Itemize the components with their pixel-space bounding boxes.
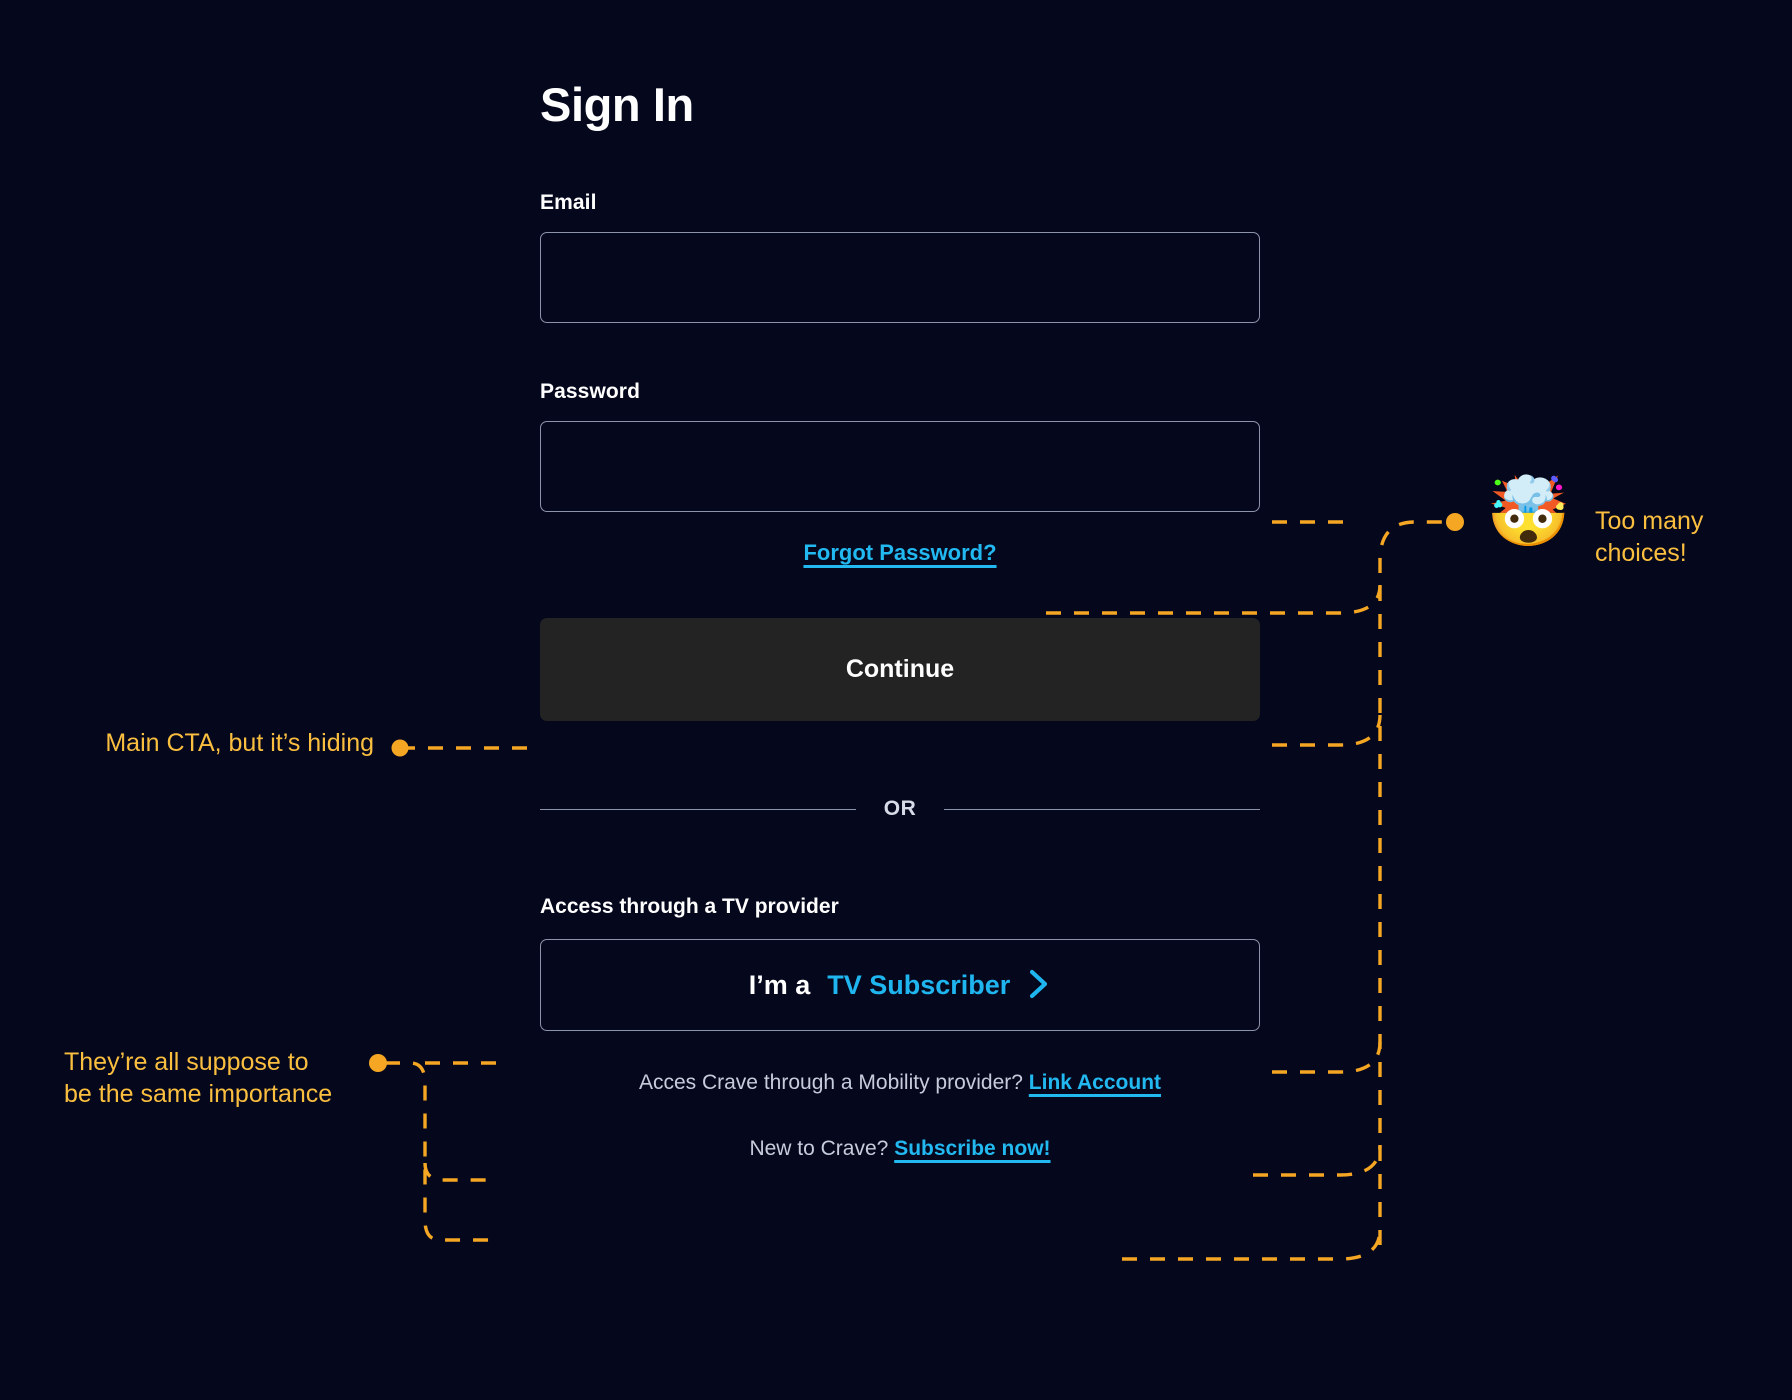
annotation-too-many-choices: Too many choices! <box>1595 505 1765 569</box>
connector-same-importance-branch-mid <box>423 1162 497 1182</box>
subscribe-now-link[interactable]: Subscribe now! <box>894 1137 1051 1161</box>
new-to-crave-row: New to Crave? Subscribe now! <box>540 1137 1260 1161</box>
annotation-main-cta: Main CTA, but it’s hiding <box>74 727 374 759</box>
connector-dot-same-importance <box>369 1054 387 1072</box>
page-title: Sign In <box>540 78 694 131</box>
connector-same-importance-trunk <box>385 1061 497 1242</box>
chevron-right-icon <box>1027 968 1051 1003</box>
tv-provider-heading: Access through a TV provider <box>540 895 839 919</box>
email-label: Email <box>540 191 597 215</box>
or-rule-left <box>540 808 856 811</box>
or-divider: OR <box>540 797 1260 821</box>
signin-form: Sign In Email Password Forgot Password? … <box>540 80 1260 1161</box>
connector-dot-too-many-choices <box>1446 513 1464 531</box>
annotation-same-importance-line2: be the same importance <box>64 1080 333 1108</box>
email-input[interactable] <box>540 232 1260 324</box>
exploding-head-emoji: 🤯 <box>1486 474 1571 550</box>
continue-button[interactable]: Continue <box>540 618 1260 722</box>
annotation-same-importance: They’re all suppose to be the same impor… <box>64 1046 354 1110</box>
annotation-too-many-choices-line2: choices! <box>1595 539 1687 567</box>
tv-subscriber-lead: I’m a <box>748 969 811 1000</box>
connector-branch-continue <box>1272 714 1382 747</box>
annotation-main-cta-text: Main CTA, but it’s hiding <box>105 729 374 757</box>
link-account-link[interactable]: Link Account <box>1028 1071 1162 1095</box>
connector-right-trunk <box>1378 520 1450 1245</box>
password-label: Password <box>540 380 641 404</box>
or-rule-right <box>944 808 1260 811</box>
forgot-password-link[interactable]: Forgot Password? <box>803 540 997 566</box>
password-input[interactable] <box>540 421 1260 513</box>
or-label: OR <box>883 797 917 821</box>
connector-branch-subscribe <box>1122 1228 1382 1261</box>
mobility-provider-row: Acces Crave through a Mobility provider?… <box>540 1071 1260 1095</box>
annotation-same-importance-line1: They’re all suppose to <box>64 1048 309 1076</box>
field-spacer <box>540 323 1260 380</box>
tv-subscriber-button[interactable]: I’m a TV Subscriber <box>540 939 1260 1032</box>
connector-branch-tv-subscriber <box>1272 1041 1382 1074</box>
forgot-password-row: Forgot Password? <box>540 540 1260 566</box>
connector-branch-link-account <box>1253 1144 1382 1177</box>
annotation-too-many-choices-line1: Too many <box>1595 507 1704 535</box>
new-to-crave-text: New to Crave? <box>749 1137 895 1161</box>
mobility-provider-text: Acces Crave through a Mobility provider? <box>638 1071 1029 1095</box>
tv-subscriber-highlight: TV Subscriber <box>827 969 1011 1000</box>
connector-dot-main-cta <box>391 739 409 757</box>
